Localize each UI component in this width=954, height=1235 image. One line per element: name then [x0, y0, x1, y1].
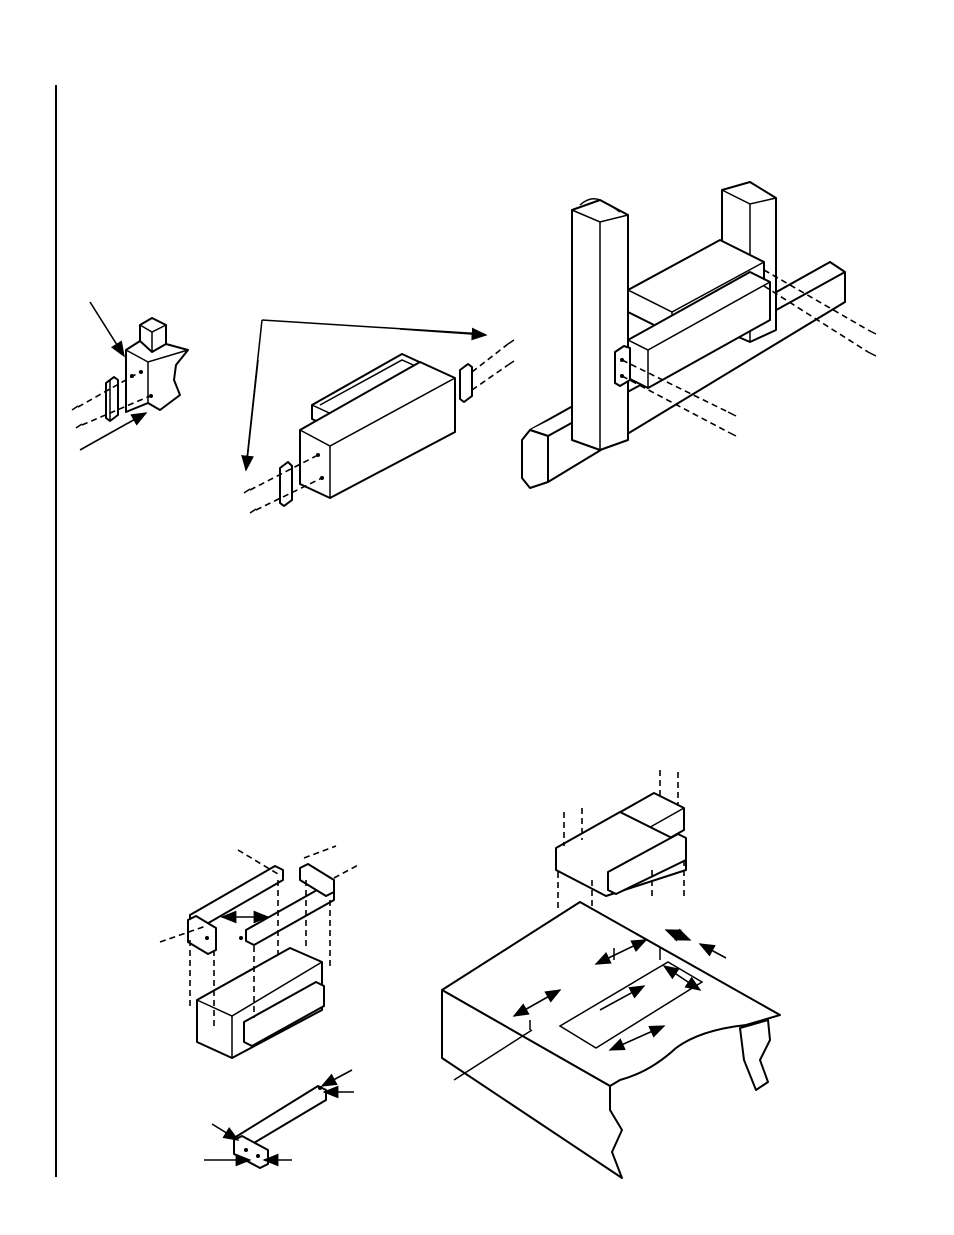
hearth-cutout-icon [442, 770, 780, 1178]
rail-bracket-icon [204, 1070, 354, 1168]
duct-bracket-icon [244, 320, 514, 513]
rail-duct-icon [160, 846, 360, 1058]
post-bracket-icon [72, 302, 188, 450]
stud-duct-icon [522, 182, 876, 488]
